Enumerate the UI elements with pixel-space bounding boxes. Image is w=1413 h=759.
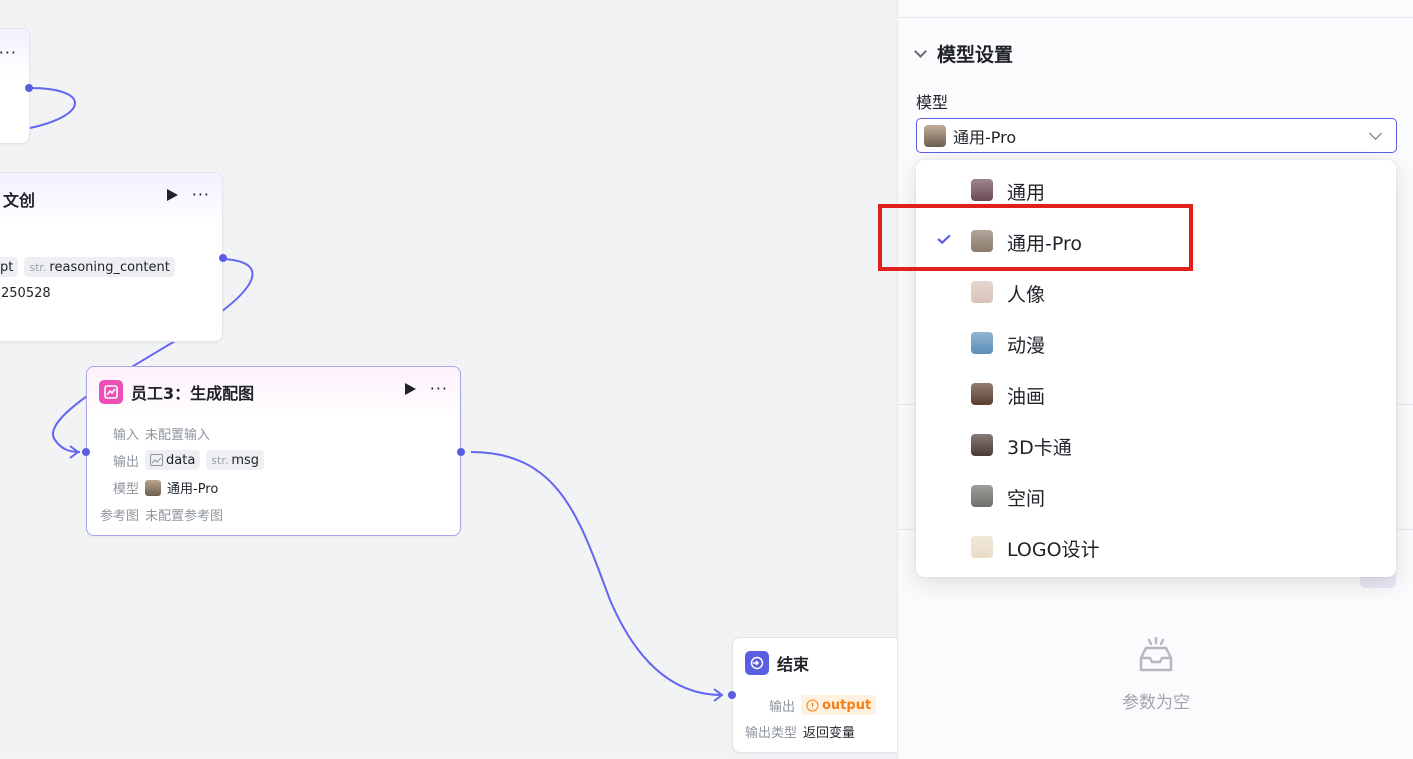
field-label: 输出 <box>768 699 795 715</box>
model-option-label: 通用 <box>1007 182 1046 204</box>
model-option[interactable]: 人像 <box>916 270 1396 314</box>
more-options-icon[interactable]: ··· <box>191 185 210 204</box>
model-select[interactable]: 通用-Pro <box>916 118 1397 153</box>
chevron-down-icon[interactable] <box>1369 127 1382 140</box>
input-value: 未配置输入 <box>145 428 211 443</box>
model-avatar <box>971 485 993 507</box>
workflow-canvas[interactable]: ··· 文创 ··· pt str.reasoning_content 2505… <box>0 0 897 759</box>
model-option-label: 3D卡通 <box>1007 437 1072 459</box>
model-option-label: 人像 <box>1007 284 1046 306</box>
model-option-label: 空间 <box>1007 488 1046 510</box>
empty-state-text: 参数为空 <box>1122 693 1190 713</box>
output-port[interactable] <box>457 448 465 456</box>
run-icon[interactable] <box>166 189 178 201</box>
output-port[interactable] <box>25 84 33 92</box>
model-option-label: 油画 <box>1007 386 1046 408</box>
model-field-label: 模型 <box>916 93 949 112</box>
node-title: 员工3：生成配图 <box>131 384 255 403</box>
field-label: 输入 <box>112 428 139 443</box>
model-value: 250528 <box>1 286 51 301</box>
run-icon[interactable] <box>404 383 416 395</box>
output-tag-data: data <box>145 450 201 470</box>
model-avatar <box>924 124 946 147</box>
output-tag: output <box>801 695 877 715</box>
edge-arrow-end <box>713 688 724 702</box>
edge-arrow-image <box>69 445 80 459</box>
node-end[interactable]: 结束 输出 output 输出类型 返回变量 <box>732 637 897 753</box>
field-label: 输出类型 <box>745 726 798 741</box>
model-avatar <box>145 479 161 496</box>
model-avatar <box>971 332 993 354</box>
model-option[interactable]: 油画 <box>916 372 1396 416</box>
highlight-annotation <box>878 204 1193 271</box>
model-avatar <box>971 179 993 201</box>
chevron-down-icon[interactable] <box>914 44 927 58</box>
model-option-label: 通用-Pro <box>1007 233 1082 255</box>
model-option[interactable]: LOGO设计 <box>916 525 1396 569</box>
model-option[interactable]: 动漫 <box>916 321 1396 365</box>
input-port[interactable] <box>82 448 90 456</box>
model-value: 通用-Pro <box>167 482 219 497</box>
output-port[interactable] <box>219 254 227 262</box>
model-option[interactable]: 3D卡通 <box>916 423 1396 467</box>
selected-model: 通用-Pro <box>953 127 1017 147</box>
section-title: 模型设置 <box>937 44 1014 66</box>
model-option[interactable]: 通用 <box>916 168 1396 212</box>
model-avatar <box>971 230 993 252</box>
divider <box>898 17 1413 18</box>
edge-top-to-writer <box>29 87 76 129</box>
edge-image-to-end <box>470 451 723 696</box>
node-generate-image[interactable]: 员工3：生成配图 ··· 输入 未配置输入 输出 data str.msg 模型… <box>86 366 461 536</box>
model-option[interactable]: 空间 <box>916 474 1396 518</box>
model-option[interactable]: 通用-Pro <box>916 219 1396 263</box>
node-top-partial[interactable]: ··· <box>0 28 30 144</box>
model-avatar <box>971 281 993 303</box>
end-icon <box>745 651 769 675</box>
image-generate-icon <box>99 380 123 404</box>
model-option-label: 动漫 <box>1007 335 1046 357</box>
node-writer[interactable]: 文创 ··· pt str.reasoning_content 250528 <box>0 172 223 342</box>
model-avatar <box>971 434 993 456</box>
model-option-label: LOGO设计 <box>1007 539 1100 561</box>
output-tag: pt <box>0 257 19 277</box>
image-icon <box>150 454 163 466</box>
check-icon <box>937 234 951 244</box>
field-label: 模型 <box>112 482 139 497</box>
section-model-settings[interactable]: 模型设置 <box>914 40 1014 67</box>
output-tag: str.reasoning_content <box>24 257 175 277</box>
reference-value: 未配置参考图 <box>145 509 224 524</box>
node-title: 结束 <box>777 655 810 674</box>
model-dropdown: 通用通用-Pro 人像动漫油画 3D卡通空间 LOGO设计 <box>916 160 1396 577</box>
empty-box-icon <box>1139 636 1173 672</box>
more-options-icon[interactable]: ··· <box>0 43 17 62</box>
field-label: 输出 <box>112 454 139 470</box>
output-tag-msg: str.msg <box>206 450 265 470</box>
input-port[interactable] <box>728 691 736 699</box>
field-label: 参考图 <box>99 509 139 524</box>
model-avatar <box>971 383 993 405</box>
model-avatar <box>971 536 993 558</box>
output-type-value: 返回变量 <box>803 726 856 741</box>
node-title: 文创 <box>3 191 36 210</box>
more-options-icon[interactable]: ··· <box>429 379 448 398</box>
warning-icon <box>806 699 819 711</box>
